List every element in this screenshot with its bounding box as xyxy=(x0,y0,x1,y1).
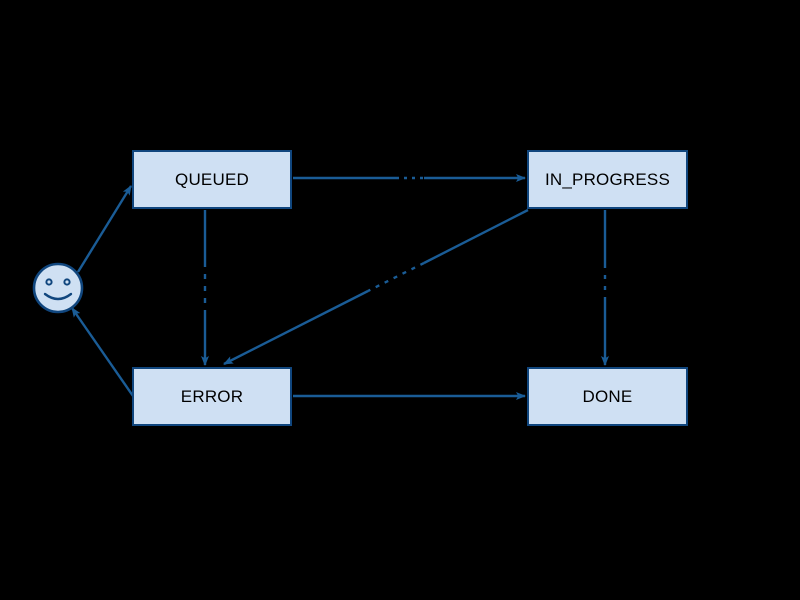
state-node-done[interactable]: DONE xyxy=(527,367,688,426)
smiley-face-icon[interactable] xyxy=(32,262,84,314)
edge-in-progress-to-error-c xyxy=(223,289,369,366)
edge-start-to-queued xyxy=(76,185,133,273)
smiley-eye-left-icon xyxy=(45,278,53,286)
state-node-label-error: ERROR xyxy=(180,387,244,406)
smiley-face-circle xyxy=(32,262,84,314)
state-node-label-done: DONE xyxy=(582,387,633,406)
smiley-mouth-icon xyxy=(43,292,73,301)
state-node-queued[interactable]: QUEUED xyxy=(132,150,292,209)
state-node-in-progress[interactable]: IN_PROGRESS xyxy=(527,150,688,209)
state-node-label-in-progress: IN_PROGRESS xyxy=(544,170,670,189)
state-node-error[interactable]: ERROR xyxy=(132,367,292,426)
edge-in-progress-to-error-a xyxy=(423,208,529,265)
edge-error-to-start xyxy=(71,307,134,397)
smiley-eye-right-icon xyxy=(63,278,71,286)
edge-in-progress-to-error-b xyxy=(367,261,425,293)
state-node-label-queued: QUEUED xyxy=(175,170,249,189)
